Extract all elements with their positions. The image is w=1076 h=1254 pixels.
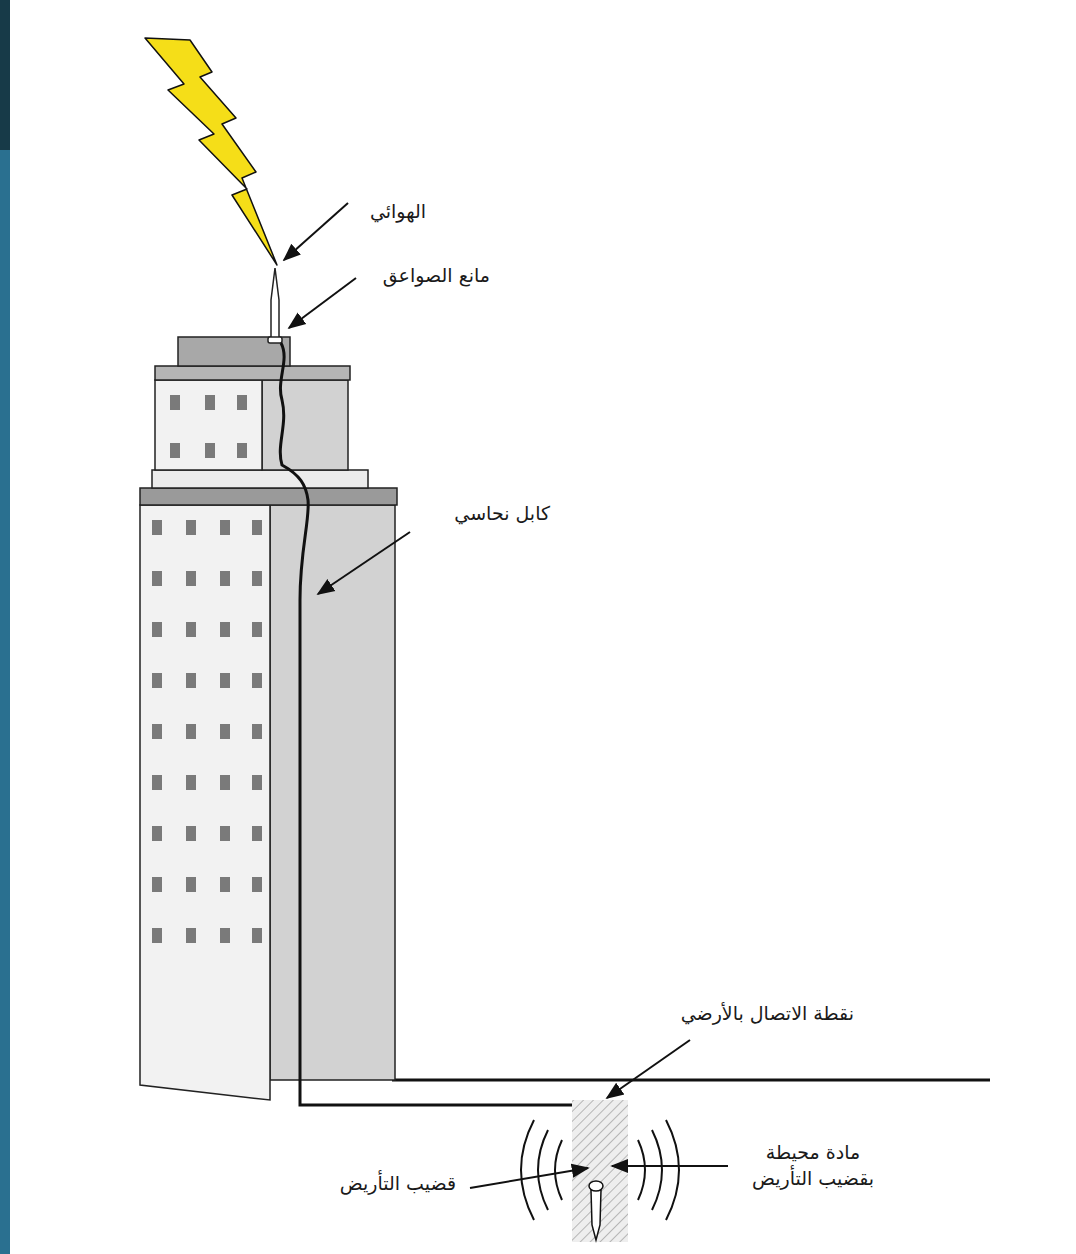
- page-strip-top: [0, 0, 10, 150]
- surrounding-material: [572, 1100, 628, 1242]
- ground-line: [392, 1079, 990, 1082]
- building: [140, 337, 397, 1100]
- ground-connection: [589, 1181, 603, 1191]
- part-label: قضيب التأريض: [338, 1171, 458, 1197]
- part-label: مادة محيطة بقضيب التأريض: [736, 1140, 890, 1191]
- part-label: نقطة الاتصال بالأرضي: [679, 1001, 856, 1027]
- lightning-bolt: [145, 38, 277, 265]
- ground-rod: [591, 1190, 601, 1240]
- copper-cable: [280, 343, 596, 1182]
- antenna: [271, 268, 279, 338]
- part-label: الهوائي: [368, 199, 428, 225]
- arrester: [268, 337, 282, 343]
- part-label: كابل نحاسي: [452, 501, 552, 527]
- leader-lines: [284, 203, 728, 1188]
- page-strip: [0, 0, 10, 1254]
- window-grid: [152, 395, 262, 943]
- part-label: مانع الصواعق: [381, 263, 492, 289]
